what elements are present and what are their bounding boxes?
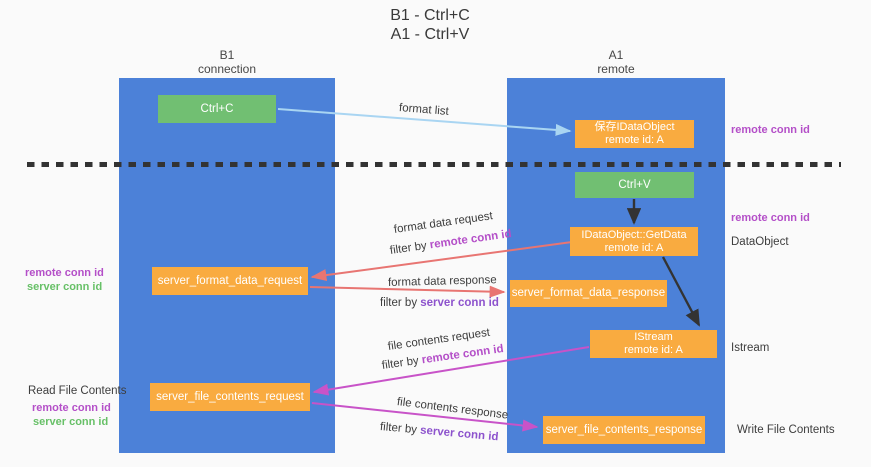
left-remote-conn-id-2: remote conn id xyxy=(32,402,111,414)
lane-a1-name: A1 xyxy=(608,48,624,62)
lane-a1-role: remote xyxy=(597,61,635,76)
node-server-file-contents-response-label: server_file_contents_response xyxy=(545,423,703,436)
right-label-write-file-contents: Write File Contents xyxy=(737,424,835,436)
filter-by-text: filter by xyxy=(380,297,421,309)
node-server-format-data-request: server_format_data_request xyxy=(152,267,308,295)
node-idataobject-getdata: IDataObject::GetData remote id: A xyxy=(570,227,698,256)
left-label-read-file-contents: Read File Contents xyxy=(28,385,127,397)
server-conn-id-text: server conn id xyxy=(420,297,499,309)
format-list-arrow xyxy=(277,108,572,136)
node-getdata-line2: remote id: A xyxy=(604,241,664,254)
left-server-conn-id-2: server conn id xyxy=(33,416,109,428)
node-ctrl-c: Ctrl+C xyxy=(158,95,276,123)
file-contents-response-arrow xyxy=(311,402,539,432)
format-data-response-arrow xyxy=(309,285,506,298)
node-ctrl-c-label: Ctrl+C xyxy=(200,102,234,115)
title-line-2: A1 - Ctrl+V xyxy=(390,26,470,43)
node-save-dataobject-line2: remote id: A xyxy=(605,134,664,146)
node-server-format-data-response: server_format_data_response xyxy=(510,280,667,307)
right-remote-conn-id-2: remote conn id xyxy=(731,212,810,224)
node-server-file-contents-request-label: server_file_contents_request xyxy=(156,390,304,403)
right-label-dataobject: DataObject xyxy=(731,236,789,248)
node-server-file-contents-response: server_file_contents_response xyxy=(543,416,705,444)
node-istream-line1: IStream xyxy=(634,331,673,343)
title-line-1: B1 - Ctrl+C xyxy=(390,7,470,24)
node-getdata-line1: IDataObject::GetData xyxy=(581,228,687,241)
getdata-to-istream-arrow xyxy=(661,256,701,327)
lane-header-a1: A1 remote xyxy=(507,48,725,76)
node-server-file-contents-request: server_file_contents_request xyxy=(150,383,310,411)
left-remote-conn-id-1: remote conn id xyxy=(25,267,104,279)
node-istream-line2: remote id: A xyxy=(624,344,683,356)
node-save-dataobject-line1: 保存IDataObject xyxy=(594,121,675,133)
format-data-request-arrow xyxy=(310,241,573,282)
node-ctrl-v-label: Ctrl+V xyxy=(618,178,651,191)
node-ctrl-v: Ctrl+V xyxy=(575,172,694,198)
lane-header-b1: B1 connection xyxy=(119,48,335,76)
diagram-title: B1 - Ctrl+C A1 - Ctrl+V xyxy=(0,6,860,44)
left-server-conn-id-1: server conn id xyxy=(27,281,103,293)
node-istream: IStream remote id: A xyxy=(590,330,717,358)
node-server-format-data-request-label: server_format_data_request xyxy=(157,274,303,287)
right-label-istream: Istream xyxy=(731,342,770,354)
lane-b1-role: connection xyxy=(197,61,257,76)
flow-label-filter-server-1: filter by server conn id xyxy=(380,297,499,309)
node-server-format-data-response-label: server_format_data_response xyxy=(511,287,666,299)
node-save-dataobject: 保存IDataObject remote id: A xyxy=(575,120,694,148)
right-remote-conn-id-1: remote conn id xyxy=(731,124,810,136)
file-contents-request-arrow xyxy=(312,346,590,396)
lane-b1-name: B1 xyxy=(219,48,235,62)
